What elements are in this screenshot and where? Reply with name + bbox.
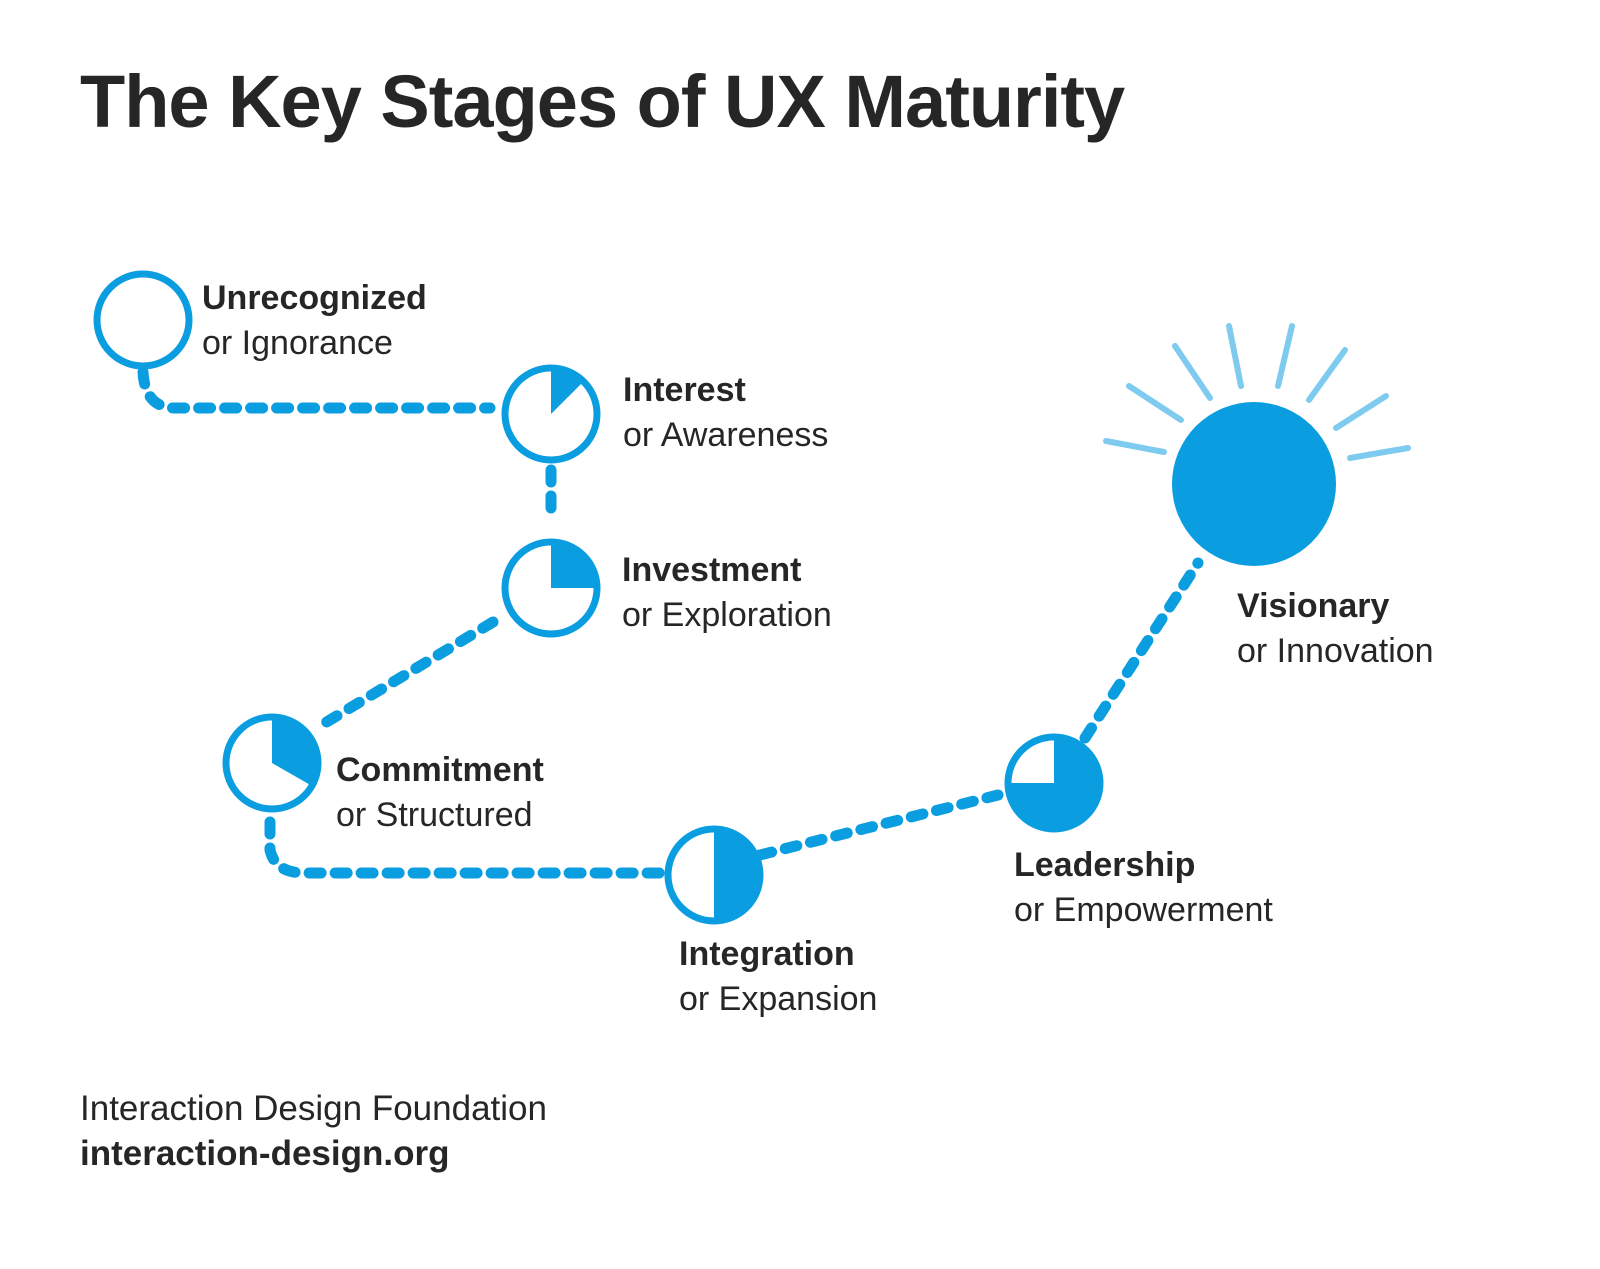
- pie-third-icon: [222, 713, 322, 813]
- connector-investment-commitment: [319, 616, 499, 729]
- progress-wedge: [714, 829, 760, 921]
- pie-three-quarter-icon: [1004, 733, 1104, 833]
- organization-name: Interaction Design Foundation: [80, 1089, 547, 1128]
- progress-wedge: [1008, 737, 1100, 829]
- stage-ring: [93, 270, 193, 370]
- page-title: The Key Stages of UX Maturity: [80, 60, 1125, 143]
- stage-alt-name: or Empowerment: [1014, 891, 1273, 929]
- stage-name: Investment: [622, 551, 802, 589]
- empty-circle-icon: [93, 270, 193, 370]
- stage-interest: Interest or Awareness: [623, 368, 828, 458]
- stage-integration: Integration or Expansion: [679, 932, 877, 1022]
- website-link[interactable]: interaction-design.org: [80, 1134, 450, 1173]
- stage-leadership: Leadership or Empowerment: [1014, 843, 1273, 933]
- stage-alt-name: or Awareness: [623, 416, 829, 454]
- sun-icon: [1103, 323, 1411, 566]
- stage-alt-name: or Exploration: [622, 596, 832, 634]
- progress-wedge: [551, 368, 584, 414]
- stage-ring: [501, 538, 601, 638]
- pie-eighth-icon: [501, 364, 601, 464]
- stage-unrecognized: Unrecognized or Ignorance: [202, 276, 427, 366]
- stage-name: Leadership: [1014, 846, 1196, 884]
- connector-leadership-visionary: [1079, 557, 1204, 744]
- stage-ring: [501, 364, 601, 464]
- stage-name: Visionary: [1237, 587, 1390, 625]
- footer: Interaction Design Foundation interactio…: [80, 1086, 547, 1176]
- stage-ring: [222, 713, 322, 813]
- connector-integration-leadership: [754, 789, 1004, 861]
- stage-alt-name: or Expansion: [679, 980, 878, 1018]
- stage-investment: Investment or Exploration: [622, 548, 832, 638]
- stage-alt-name: or Ignorance: [202, 324, 393, 362]
- stage-ring: [1004, 733, 1104, 833]
- connector-commitment-integration: [264, 816, 666, 879]
- pie-quarter-icon: [501, 538, 601, 638]
- stage-alt-name: or Structured: [336, 796, 533, 834]
- stage-ring: [664, 825, 764, 925]
- stage-name: Commitment: [336, 751, 544, 789]
- stage-commitment: Commitment or Structured: [336, 748, 544, 838]
- stage-alt-name: or Innovation: [1237, 632, 1434, 670]
- pie-half-icon: [664, 825, 764, 925]
- stage-name: Interest: [623, 371, 746, 409]
- progress-wedge: [551, 542, 597, 588]
- stage-visionary: Visionary or Innovation: [1237, 584, 1434, 674]
- stage-name: Integration: [679, 935, 855, 973]
- stage-name: Unrecognized: [202, 279, 427, 317]
- connector-unrecognized-interest: [137, 366, 496, 414]
